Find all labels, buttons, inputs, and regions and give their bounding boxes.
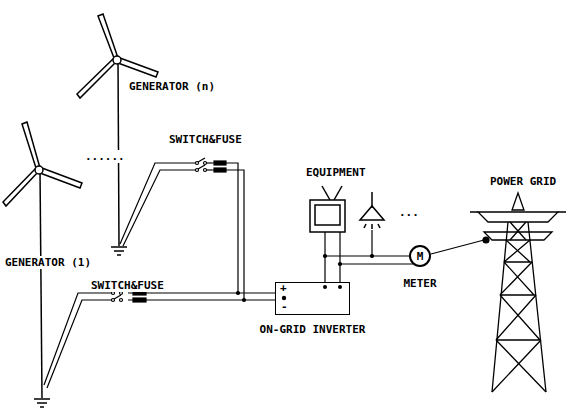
lamp-symbol: [360, 192, 384, 229]
part-label: SWITCH&FUSE: [168, 133, 243, 146]
terminal-mark: -: [281, 300, 288, 313]
wire: [325, 256, 409, 282]
part-label: SWITCH&FUSE: [90, 279, 165, 292]
meter-circle: MMETER: [409, 245, 431, 267]
part-label: GENERATOR (n): [128, 80, 216, 93]
tv-symbol: [310, 186, 345, 232]
part-label: GENERATOR (1): [4, 256, 92, 269]
part-name: METER: [403, 277, 436, 290]
switch-fuse-symbol: [196, 158, 227, 172]
part-label: ...: [398, 206, 420, 219]
terminal-dot: [282, 285, 342, 300]
part-label: POWER GRID: [489, 175, 557, 188]
pylon-symbol: [470, 193, 566, 392]
part-name: ON-GRID INVERTER: [260, 323, 366, 336]
wire: [44, 292, 275, 389]
part-label: EQUIPMENT: [305, 166, 367, 179]
wind-turbine: [77, 14, 158, 255]
wire: [324, 230, 490, 282]
part-label: ......: [84, 150, 126, 163]
inverter-box: +-ON-GRID INVERTER: [275, 282, 350, 315]
terminal-mark: +: [280, 281, 287, 294]
terminal-mark: M: [417, 250, 424, 263]
